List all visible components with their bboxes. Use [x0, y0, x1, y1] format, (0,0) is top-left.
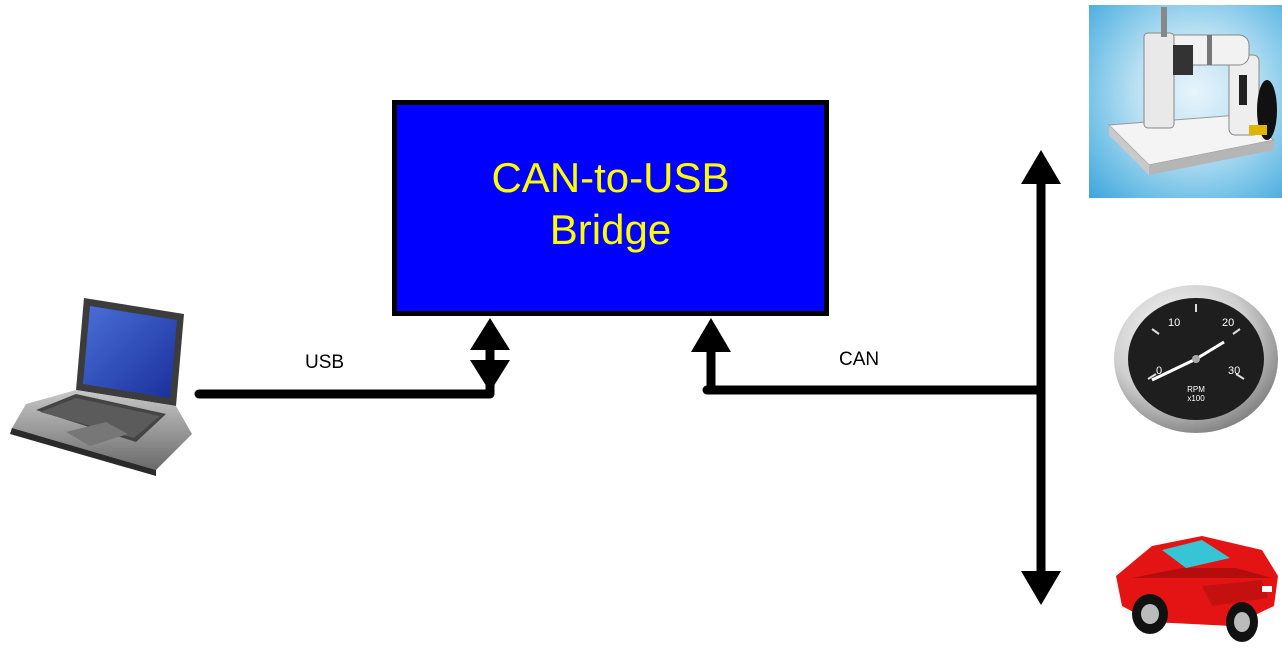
bus-arrow-down	[1021, 571, 1061, 605]
can-usb-bridge-box: CAN-to-USB Bridge	[392, 100, 829, 316]
gauge-unit-rpm: RPM	[1187, 385, 1205, 394]
gauge-tick-10: 10	[1168, 317, 1180, 329]
sewing-machine-icon	[1107, 7, 1277, 175]
gauge-tick-0: 0	[1156, 365, 1162, 377]
bridge-title: CAN-to-USB Bridge	[491, 154, 730, 253]
can-arrow-up	[691, 318, 731, 352]
gauge-tick-20: 20	[1222, 317, 1234, 329]
sports-car-icon	[1116, 536, 1278, 642]
usb-arrow-down	[470, 360, 510, 392]
usb-label: USB	[305, 352, 345, 373]
laptop-icon	[10, 298, 192, 476]
gauge-tick-30: 30	[1228, 365, 1240, 377]
can-label: CAN	[839, 349, 880, 370]
gauge-unit-x100: x100	[1187, 394, 1205, 403]
usb-arrow-up	[470, 318, 510, 350]
bus-arrow-up	[1021, 150, 1061, 184]
tachometer-icon: 0 10 20 30 RPM x100	[1114, 285, 1278, 433]
